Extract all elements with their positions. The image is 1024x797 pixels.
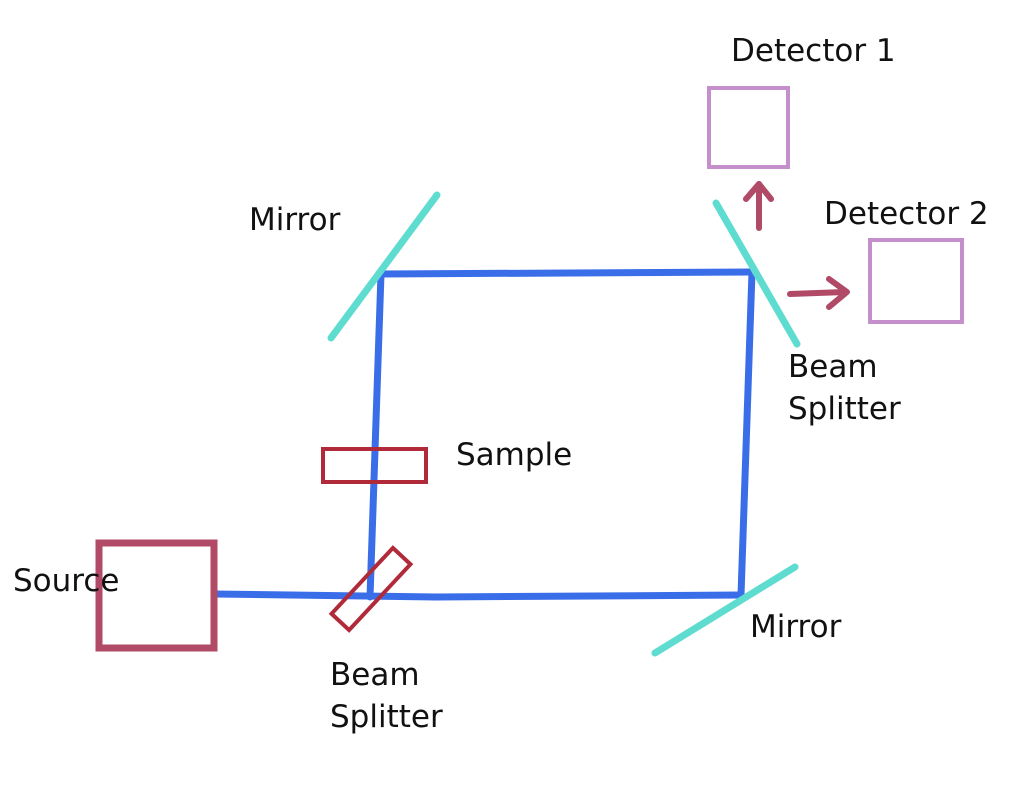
detector-1-box <box>707 86 790 169</box>
arrow-right-to-detector-2 <box>787 276 850 310</box>
label-beam-splitter-output-line1: Beam <box>788 349 878 385</box>
detector-2-box <box>868 238 964 324</box>
label-mirror-top: Mirror <box>249 202 341 238</box>
label-detector-1: Detector 1 <box>731 33 896 69</box>
light-beam <box>210 268 756 601</box>
arrow-up-to-detector-1 <box>743 181 774 231</box>
mirror-top <box>327 191 441 342</box>
sample-element <box>321 447 428 484</box>
mirror-bottom <box>651 563 799 657</box>
label-source: Source <box>13 563 119 599</box>
label-mirror-bottom: Mirror <box>750 609 842 645</box>
source-box <box>95 539 218 652</box>
label-beam-splitter-output-line2: Splitter <box>788 391 901 427</box>
label-beam-splitter-input-line1: Beam <box>330 657 420 693</box>
beam-bottom-path <box>432 591 745 601</box>
beam-source-to-splitter <box>210 590 440 601</box>
beam-splitter-output <box>712 199 801 348</box>
beam-left-vertical-path <box>366 270 385 601</box>
beam-right-vertical-path <box>737 268 756 599</box>
label-beam-splitter-input-line2: Splitter <box>330 699 443 735</box>
label-detector-2: Detector 2 <box>824 196 989 232</box>
beam-splitter-input <box>328 545 414 633</box>
beam-top-path <box>377 268 756 278</box>
label-sample: Sample <box>456 437 572 473</box>
